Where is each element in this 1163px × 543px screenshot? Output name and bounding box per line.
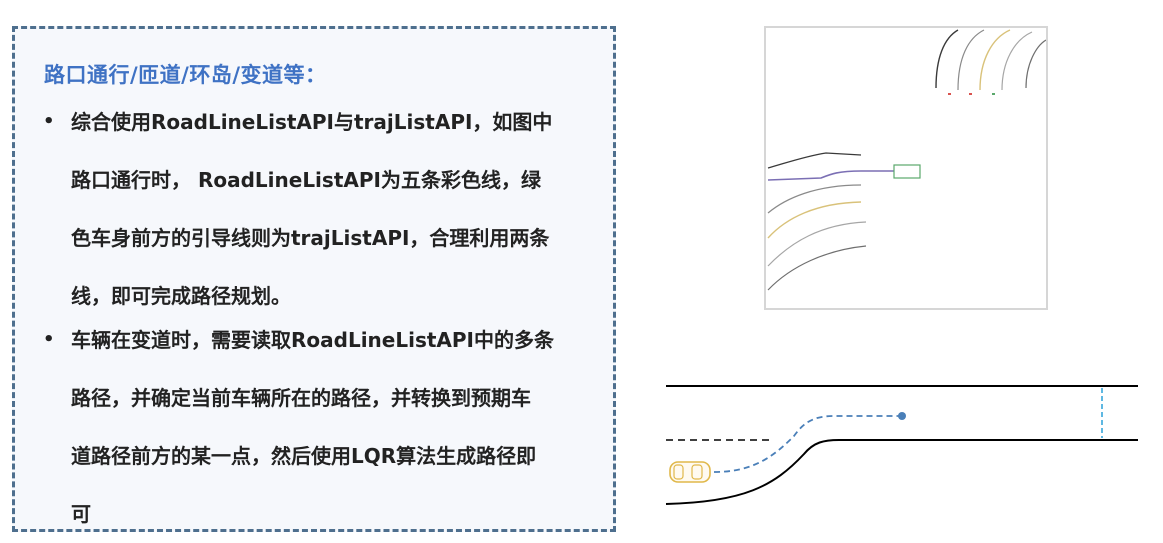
road-line-left-2 bbox=[767, 184, 862, 214]
road-line-left-1 bbox=[767, 152, 862, 169]
bullet-1-line-4: 线，即可完成路径规划。 bbox=[71, 284, 291, 308]
bullet-dot: • bbox=[43, 329, 55, 350]
intersection-plot bbox=[764, 26, 1048, 310]
lane-change-svg bbox=[665, 385, 1138, 505]
bullet-1-line-1: 综合使用RoadLineListAPI与trajListAPI，如图中 bbox=[71, 110, 553, 134]
bullet-1-line-3: 色车身前方的引导线则为trajListAPI，合理利用两条 bbox=[71, 226, 550, 250]
marker-1 bbox=[948, 93, 951, 95]
bullet-dot: • bbox=[43, 111, 55, 132]
road-line-top-3 bbox=[979, 29, 1011, 91]
bullet-text-1: 综合使用RoadLineListAPI与trajListAPI，如图中 路口通行… bbox=[71, 93, 591, 325]
road-line-top-5 bbox=[1025, 39, 1046, 89]
bullet-2-line-4: 可 bbox=[71, 502, 91, 526]
car-icon bbox=[669, 461, 711, 483]
traj-line bbox=[767, 170, 894, 181]
marker-3 bbox=[992, 93, 995, 95]
bullet-text-2: 车辆在变道时，需要读取RoadLineListAPI中的多条 路径，并确定当前车… bbox=[71, 311, 591, 543]
target-point bbox=[898, 412, 906, 420]
planned-path bbox=[713, 415, 900, 473]
road-line-left-3 bbox=[767, 201, 862, 239]
road-line-left-4 bbox=[767, 221, 867, 267]
intersection-plot-svg bbox=[767, 29, 1046, 291]
road-line-top-4 bbox=[1001, 31, 1033, 91]
bullet-1-line-2: 路口通行时， RoadLineListAPI为五条彩色线，绿 bbox=[71, 168, 541, 192]
road-line-top-1 bbox=[935, 29, 959, 89]
marker-2 bbox=[969, 93, 972, 95]
bullet-2-line-1: 车辆在变道时，需要读取RoadLineListAPI中的多条 bbox=[71, 328, 554, 352]
bullet-2-line-2: 路径，并确定当前车辆所在的路径，并转换到预期车 bbox=[71, 386, 531, 410]
panel-heading: 路口通行/匝道/环岛/变道等： bbox=[44, 63, 327, 87]
road-edge-bottom bbox=[665, 439, 1138, 505]
text-panel: 路口通行/匝道/环岛/变道等： • 综合使用RoadLineListAPI与tr… bbox=[12, 26, 616, 532]
vehicle-box bbox=[893, 164, 921, 179]
bullet-2-line-3: 道路径前方的某一点，然后使用LQR算法生成路径即 bbox=[71, 444, 537, 468]
road-line-left-5 bbox=[767, 245, 867, 291]
road-line-top-2 bbox=[957, 29, 985, 91]
lane-change-diagram bbox=[664, 376, 1144, 516]
